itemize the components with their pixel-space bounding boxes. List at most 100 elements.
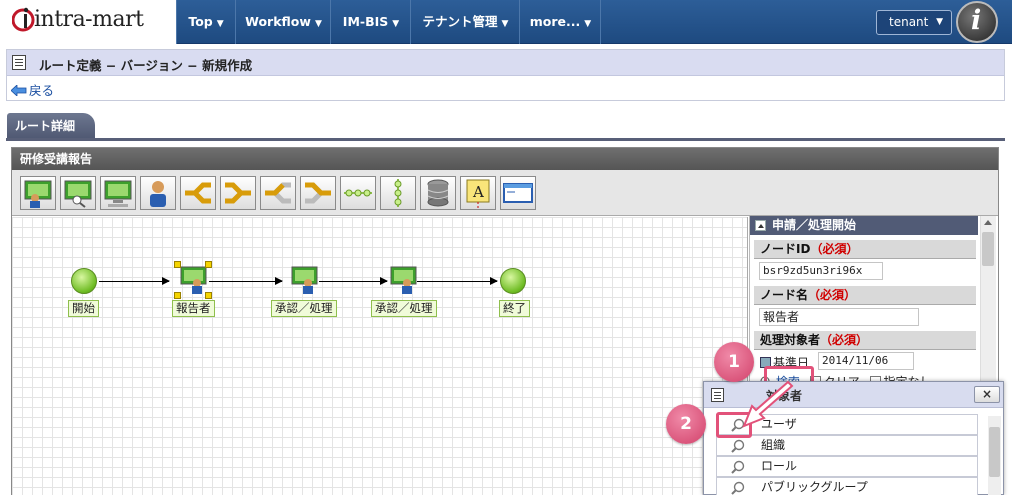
vertical-connector-icon [394,179,402,207]
page-title-bar: ルート定義 − バージョン − 新規作成 [7,50,1004,76]
logo-i-icon [12,7,35,32]
chevron-down-icon: ▼ [392,19,400,29]
node-id-field[interactable]: bsr9zd5un3ri96x [759,262,883,280]
callout-1: 1 [714,342,754,382]
scroll-up-icon[interactable] [984,220,992,225]
selection-handle[interactable] [205,261,212,268]
top-navbar: intra-mart Top▼ Workflow▼ IM-BIS▼ テナント管理… [0,0,1012,44]
clipboard-icon [711,388,724,402]
list-item-user[interactable]: ユーザ [716,414,978,435]
tool-vertical-line[interactable] [380,176,416,210]
nav-top[interactable]: Top▼ [176,0,236,44]
target-label: 処理対象者（必須） [754,331,976,350]
tool-approval-node[interactable] [60,176,96,210]
nav-im-bis-label: IM-BIS [342,14,389,29]
split-end-icon [305,182,331,204]
selection-handle[interactable] [174,292,181,299]
user-search-highlight [716,412,752,438]
node-toolbar: A [12,170,998,216]
tool-horizontal-line[interactable] [340,176,376,210]
selection-handle[interactable] [205,292,212,299]
tool-branch-start[interactable] [180,176,216,210]
collapse-icon[interactable] [755,220,766,231]
text-annotation-icon: A [466,179,490,208]
popup-scroll-thumb[interactable] [989,427,1000,477]
branch-end-icon [225,182,251,204]
chevron-down-icon: ▼ [314,19,322,29]
end-node[interactable] [500,268,526,294]
monitor-user-icon [180,266,207,294]
reporter-node[interactable] [180,266,208,294]
monitor-user-icon [390,266,417,294]
tool-apply-node[interactable] [20,176,56,210]
tool-container[interactable] [500,176,536,210]
required-mark: （必須） [820,333,869,347]
approval-node-1-label: 承認／処理 [271,300,337,317]
tool-database[interactable] [420,176,456,210]
list-item-organization[interactable]: 組織 [716,435,978,456]
nav-top-label: Top [188,14,213,29]
user-icon [150,181,166,207]
nav-tenant-admin[interactable]: テナント管理▼ [412,0,520,44]
list-item-label: 組織 [761,438,786,452]
clipboard-icon [12,55,26,70]
flow-canvas[interactable]: 開始 報告者 承認／処理 承認／処理 終了 [12,217,748,495]
callout-2: 2 [666,404,706,444]
node-name-field[interactable]: 報告者 [759,308,919,326]
avatar-i-glyph: i [971,5,982,36]
node-id-label-text: ノードID [760,242,811,256]
end-node-label: 終了 [499,300,530,317]
base-date-field[interactable]: 2014/11/06 [818,352,914,370]
monitor-icon [104,180,132,207]
props-scroll-thumb[interactable] [982,232,994,266]
approval-node-2[interactable] [390,266,418,294]
svg-text:A: A [472,183,484,201]
list-item-role[interactable]: ロール [716,456,978,477]
split-start-icon [265,182,291,204]
node-name-label-text: ノード名 [760,288,809,302]
nav-workflow[interactable]: Workflow▼ [237,0,331,44]
pointer-arrow-icon [742,380,794,428]
required-mark: （必須） [808,288,857,302]
nav-workflow-label: Workflow [245,14,311,29]
tool-split-start[interactable] [260,176,296,210]
start-node[interactable] [71,268,97,294]
horizontal-connector-icon [344,189,372,197]
props-section-header[interactable]: 申請／処理開始 [750,216,978,235]
logo-text: intra-mart [34,7,144,32]
chevron-down-icon: ▼ [936,17,943,27]
tool-branch-end[interactable] [220,176,256,210]
tab-route-detail[interactable]: ルート詳細 [7,113,95,139]
start-node-label: 開始 [68,300,99,317]
tool-system-node[interactable] [100,176,136,210]
flow-connector[interactable] [99,277,170,285]
database-icon [427,179,449,207]
selection-handle[interactable] [174,261,181,268]
back-arrow-icon [11,85,27,96]
flow-connector[interactable] [417,277,498,285]
tool-annotation[interactable]: A [460,176,496,210]
user-avatar[interactable]: i [956,1,998,43]
reporter-node-label: 報告者 [172,300,215,317]
close-button[interactable]: × [974,386,1000,403]
tenant-dropdown[interactable]: tenant▼ [876,10,952,35]
tool-split-end[interactable] [300,176,336,210]
intra-mart-logo[interactable]: intra-mart [0,0,176,44]
approval-node-2-label: 承認／処理 [371,300,437,317]
search-icon [731,481,745,495]
flow-connector[interactable] [319,277,388,285]
search-icon [731,460,745,474]
list-item-label: ユーザ [761,417,797,431]
nav-tenant-admin-label: テナント管理 [422,14,498,29]
nav-more[interactable]: more...▼ [521,0,601,44]
nav-im-bis[interactable]: IM-BIS▼ [332,0,411,44]
flow-connector[interactable] [209,277,283,285]
approval-node-1[interactable] [291,266,319,294]
back-link[interactable]: 戻る [11,80,54,99]
list-item-public-group[interactable]: パブリックグループ [716,477,978,495]
branch-start-icon [185,182,211,204]
target-selection-popup: 対象者 × ユーザ 組織 ロール パブリックグループ [703,381,1004,495]
search-icon [731,439,745,453]
tool-user-node[interactable] [140,176,176,210]
node-id-label: ノードID（必須） [754,240,976,259]
